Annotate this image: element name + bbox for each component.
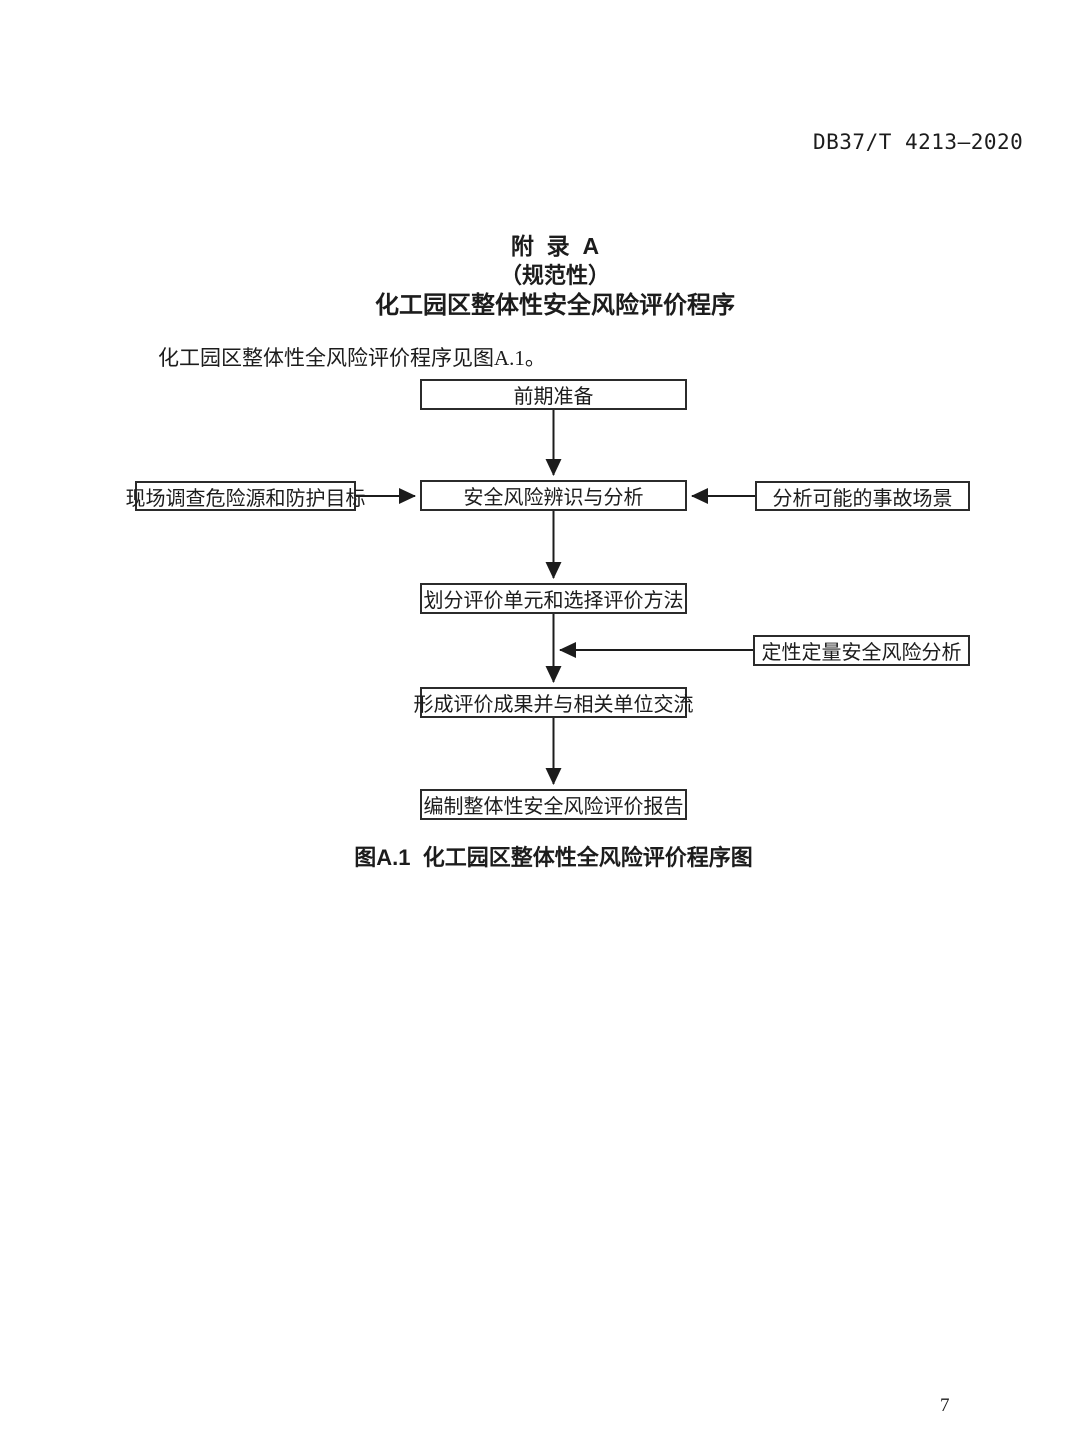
appendix-normative-label: （规范性） — [499, 263, 610, 288]
figure-caption: 图A.1 化工园区整体性全风险评价程序图 — [354, 845, 753, 870]
standard-number-header: DB37/T 4213—2020 — [813, 130, 1024, 154]
flow-node-compile-report: 编制整体性安全风险评价报告 — [420, 789, 687, 820]
intro-paragraph: 化工园区整体性全风险评价程序见图A.1。 — [158, 346, 546, 370]
flow-node-site-survey: 现场调查危险源和防护目标 — [126, 481, 366, 511]
flow-node-form-results: 形成评价成果并与相关单位交流 — [414, 687, 694, 718]
flow-node-accident-scenario: 分析可能的事故场景 — [755, 481, 970, 511]
flow-node-preparation: 前期准备 — [420, 379, 687, 410]
appendix-title-block: 附 录 A （规范性） 化工园区整体性安全风险评价程序 — [0, 231, 1080, 321]
page-number: 7 — [940, 1395, 950, 1416]
flow-node-risk-identification: 安全风险辨识与分析 — [420, 480, 687, 511]
flow-node-qualitative-quantitative-analysis: 定性定量安全风险分析 — [753, 635, 970, 666]
appendix-subtitle: 化工园区整体性安全风险评价程序 — [375, 292, 735, 319]
flow-node-divide-units: 划分评价单元和选择评价方法 — [420, 583, 687, 614]
appendix-title: 附 录 A — [510, 233, 600, 259]
